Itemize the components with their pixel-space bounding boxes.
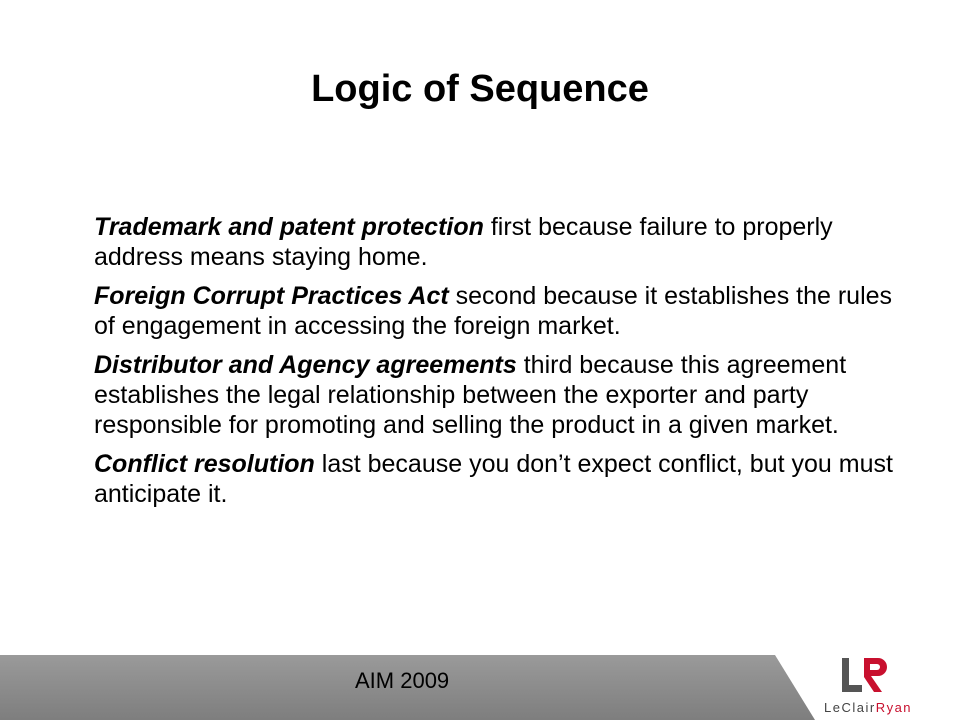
paragraph-text: third because this agreement establishes… xyxy=(94,351,847,439)
slide-body: Trademark and patent protection first be… xyxy=(94,212,914,518)
paragraph-text: first because failure to properly addres… xyxy=(94,213,833,271)
logo-wordmark: LeClairRyan xyxy=(824,700,912,715)
logo-mark-icon xyxy=(842,658,887,692)
logo-text-ryan: Ryan xyxy=(875,700,913,715)
paragraph-text: last because you don’t expect conflict, … xyxy=(94,450,893,508)
footer-band xyxy=(0,655,960,720)
company-logo: LeClairRyan xyxy=(816,656,956,718)
slide-title: Logic of Sequence xyxy=(311,68,649,110)
paragraph-conflict: Conflict resolution last because you don… xyxy=(94,449,914,509)
paragraph-lead: Distributor and Agency agreements xyxy=(94,351,517,379)
paragraph-lead: Trademark and patent protection xyxy=(94,213,484,241)
footer-text: AIM 2009 xyxy=(355,668,450,693)
logo-text-leclair: LeClair xyxy=(824,700,876,715)
paragraph-distributor: Distributor and Agency agreements third … xyxy=(94,350,914,440)
paragraph-lead: Foreign Corrupt Practices Act xyxy=(94,282,449,310)
paragraph-trademark: Trademark and patent protection first be… xyxy=(94,212,914,272)
paragraph-fcpa: Foreign Corrupt Practices Act second bec… xyxy=(94,281,914,341)
paragraph-text: second because it establishes the rules … xyxy=(94,282,893,340)
footer-band-shape xyxy=(0,655,815,720)
paragraph-lead: Conflict resolution xyxy=(94,450,315,478)
